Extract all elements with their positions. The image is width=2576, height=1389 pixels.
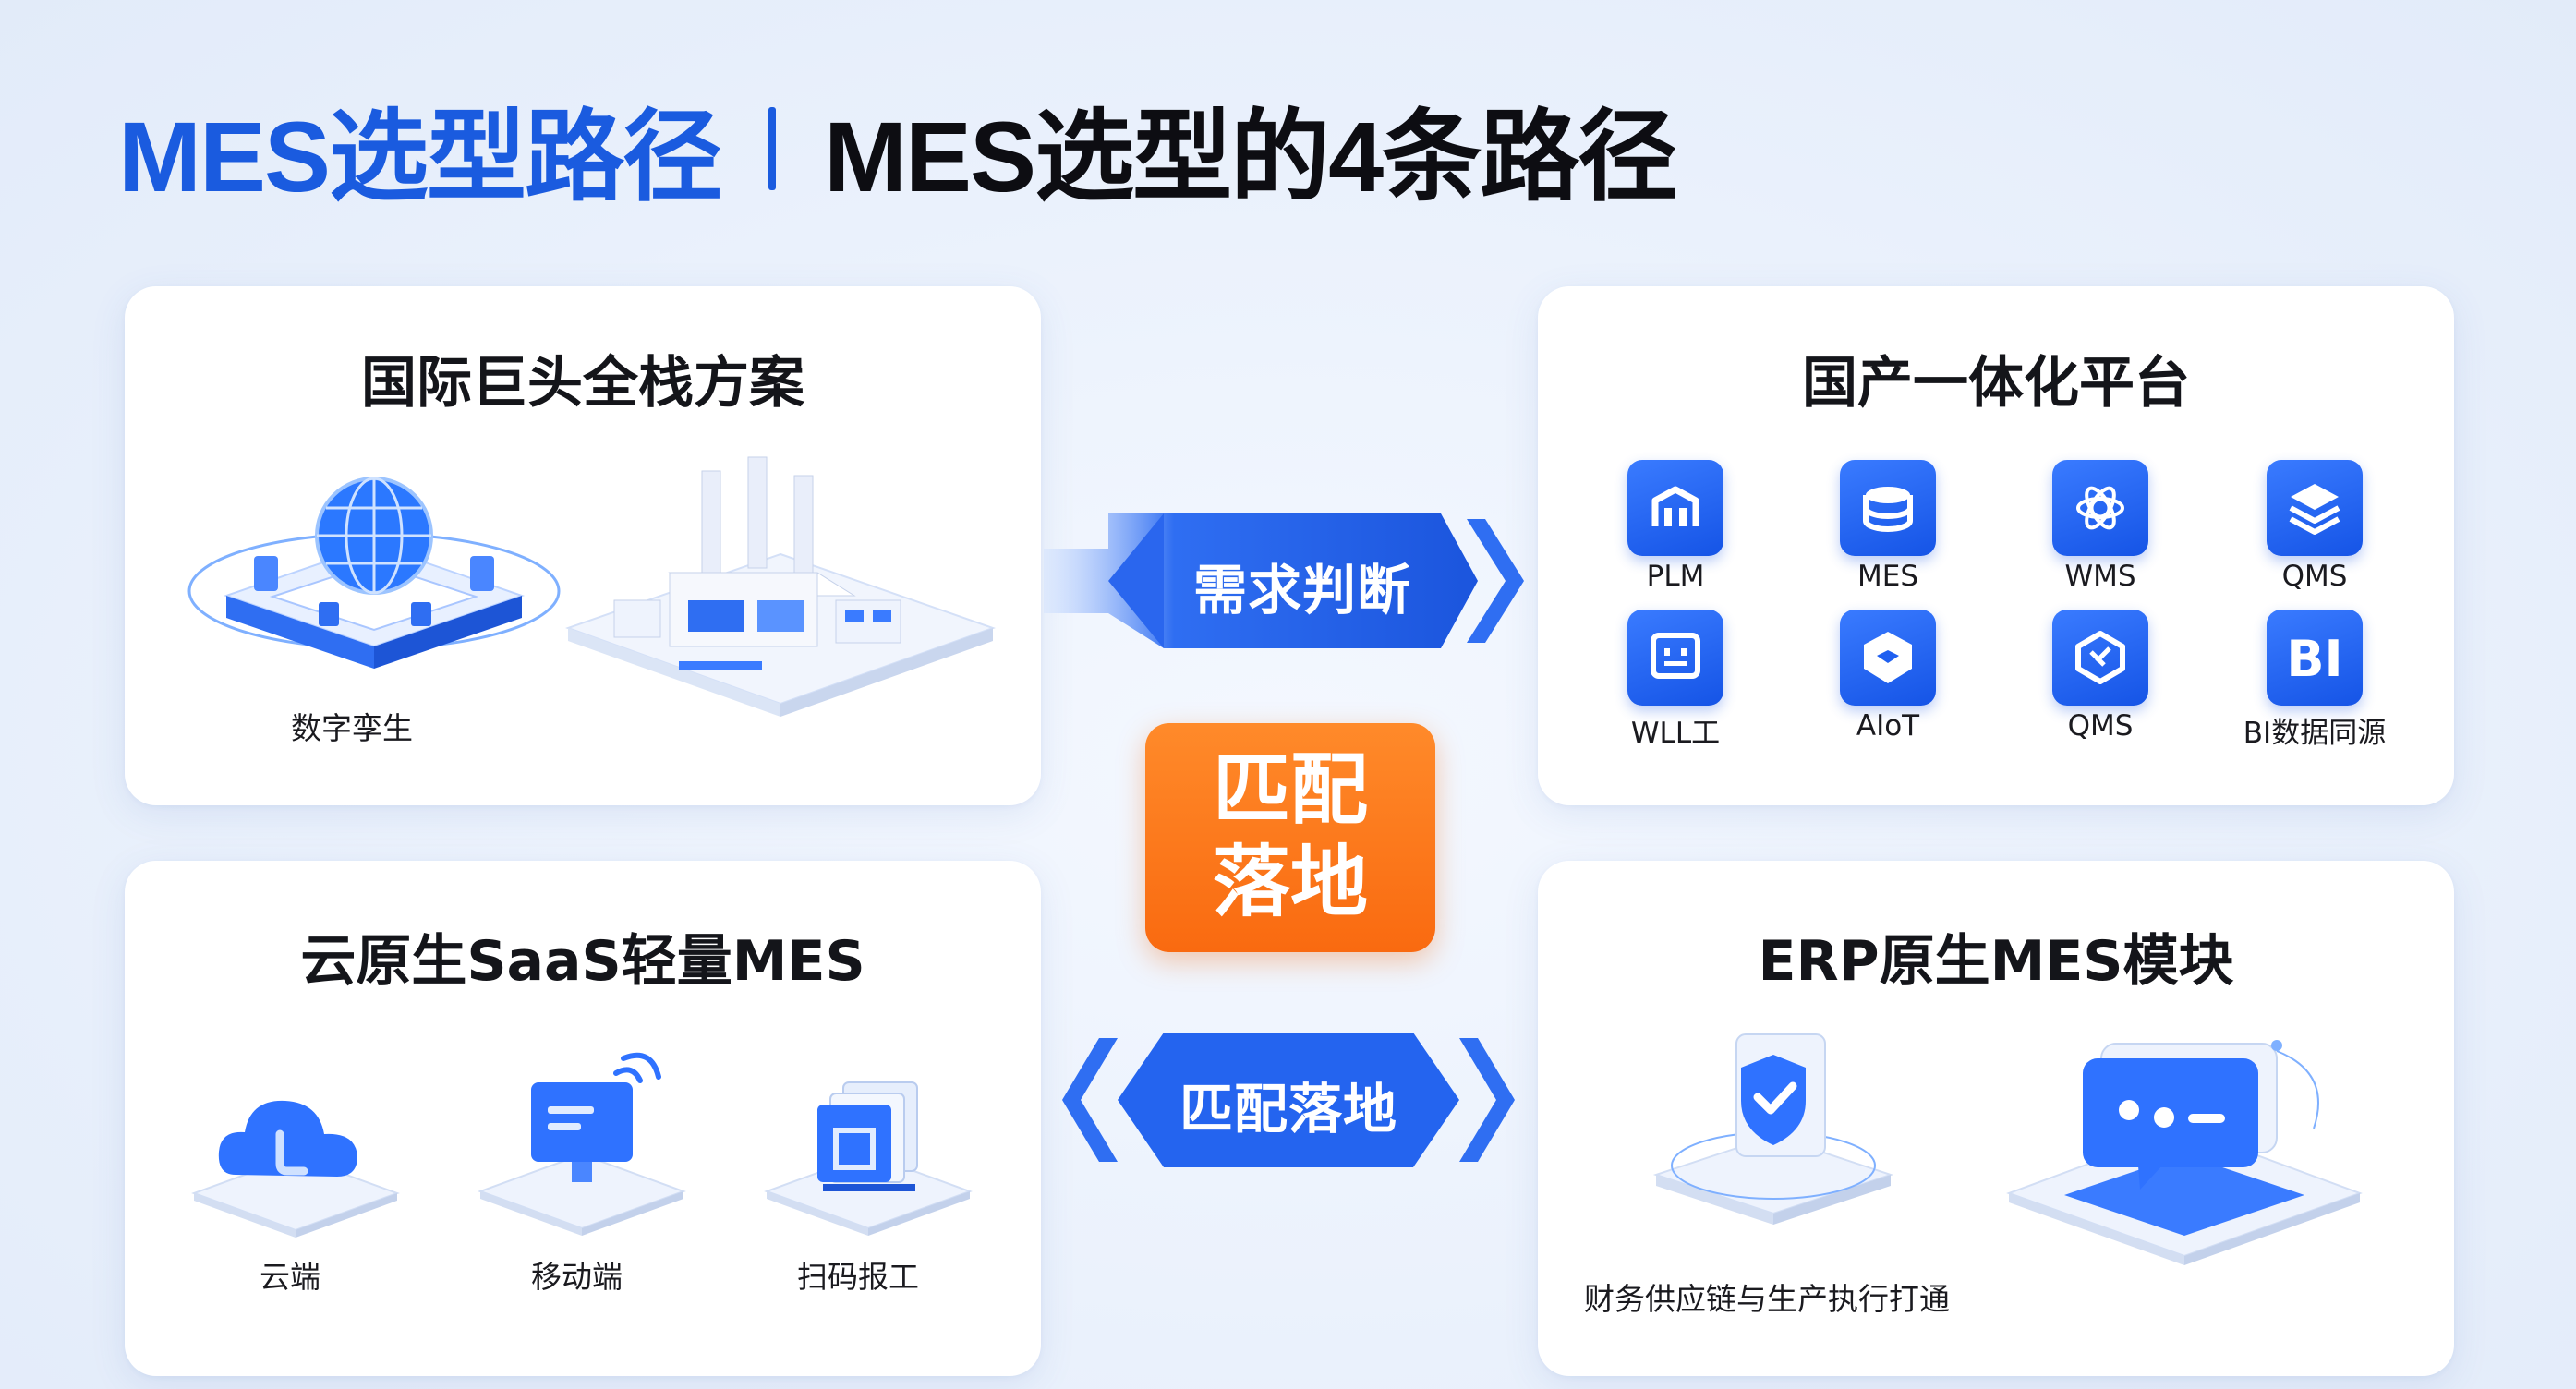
chat-bubble-icon bbox=[2006, 1040, 2363, 1265]
card-cloud-saas: 云原生SaaS轻量MES 云端 移动端 扫码报工 bbox=[125, 861, 1041, 1376]
card-title: 国际巨头全栈方案 bbox=[361, 351, 804, 416]
module-label: WLL工 bbox=[1630, 717, 1721, 750]
gear-atom-icon bbox=[2052, 460, 2148, 556]
item-label: 移动端 bbox=[531, 1259, 623, 1295]
terminal-face-icon bbox=[1627, 610, 1723, 706]
erp-caption: 财务供应链与生产执行打通 bbox=[1584, 1281, 1950, 1317]
card-erp-native: ERP原生MES模块 财务供应链与生产执行打通 bbox=[1538, 861, 2454, 1376]
center-line-1: 匹配 bbox=[1212, 744, 1368, 835]
double-arrow-banner bbox=[1062, 1033, 1515, 1167]
module-label: QMS bbox=[2067, 709, 2134, 743]
cloud-icon bbox=[191, 1100, 400, 1238]
card-title: 国产一体化平台 bbox=[1802, 351, 2190, 416]
item-label: 云端 bbox=[260, 1259, 320, 1295]
connector-bottom-label: 匹配落地 bbox=[1179, 1078, 1397, 1141]
card-title: ERP原生MES模块 bbox=[1758, 929, 2234, 994]
scan-documents-icon bbox=[764, 1081, 973, 1236]
connector-top-label: 需求判断 bbox=[1192, 559, 1411, 622]
item-label: 扫码报工 bbox=[797, 1259, 919, 1295]
center-badge: 匹配 落地 bbox=[1145, 723, 1435, 952]
center-line-2: 落地 bbox=[1212, 837, 1368, 927]
title-sub: MES选型的4条路径 bbox=[824, 101, 1677, 212]
cube-icon bbox=[1840, 610, 1936, 706]
module-label: PLM bbox=[1646, 560, 1705, 593]
title-separator bbox=[768, 107, 777, 190]
connector-bottom: 匹配落地 bbox=[1062, 1033, 1515, 1167]
connector-top: 需求判断 bbox=[1044, 513, 1524, 648]
module-label: QMS bbox=[2281, 560, 2348, 593]
card-domestic-platform: 国产一体化平台 PLM MES WMS QMS WLL工 AIoT QMS BI… bbox=[1538, 286, 2454, 805]
digital-twin-caption: 数字孪生 bbox=[291, 710, 413, 746]
module-label: BI数据同源 bbox=[2243, 717, 2387, 750]
module-label: MES bbox=[1856, 560, 1918, 593]
card-global-fullstack: 国际巨头全栈方案 数字孪生 bbox=[125, 286, 1041, 805]
loop-icon bbox=[2052, 610, 2148, 706]
mobile-screen-icon bbox=[478, 1052, 686, 1236]
shield-check-icon bbox=[1652, 1033, 1894, 1225]
factory-icon bbox=[564, 456, 997, 717]
stacked-disks-icon bbox=[1840, 460, 1936, 556]
double-arrow-banner bbox=[1044, 513, 1524, 648]
building-chart-icon bbox=[1627, 460, 1723, 556]
module-label: AIoT bbox=[1856, 709, 1920, 743]
title-main: MES选型路径 bbox=[118, 101, 722, 212]
globe-platform-icon bbox=[187, 477, 561, 669]
bi-text-icon: BI bbox=[2267, 610, 2363, 706]
page-title: MES选型路径 MES选型的4条路径 bbox=[118, 89, 1677, 212]
bi-icon-text: BI bbox=[2286, 630, 2343, 688]
card-title: 云原生SaaS轻量MES bbox=[300, 929, 865, 994]
layers-icon bbox=[2267, 460, 2363, 556]
module-label: WMS bbox=[2064, 560, 2136, 593]
